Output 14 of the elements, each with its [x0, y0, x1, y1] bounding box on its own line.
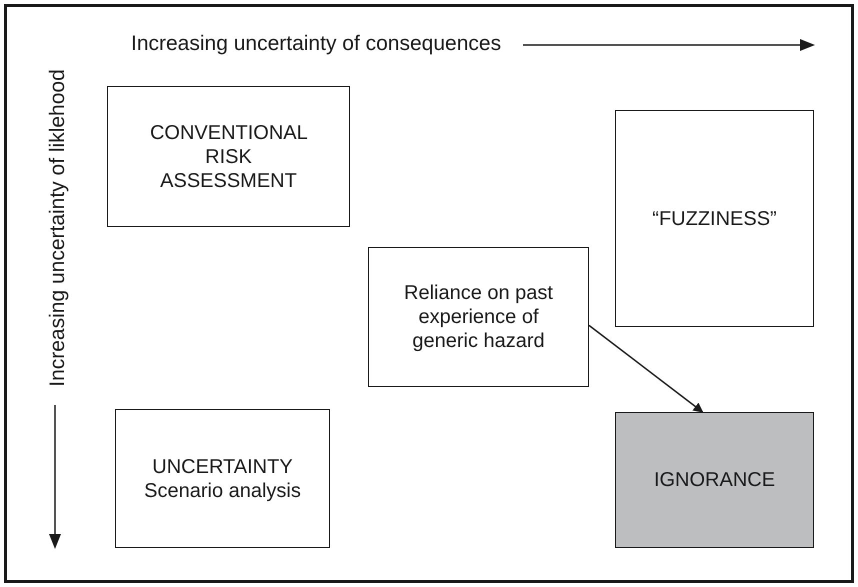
box-text: Reliance on past experience of generic hazard [403, 281, 554, 353]
box-text: CONVENTIONAL RISK ASSESSMENT [150, 120, 308, 192]
text-box [368, 247, 589, 387]
axis-label: Increasing uncertainty of liklehood [46, 69, 68, 387]
text-box [107, 86, 350, 227]
axis-label: Increasing uncertainty of consequences [131, 33, 502, 54]
text-box [115, 409, 330, 548]
box-text: UNCERTAINTY [152, 454, 293, 478]
box-text: IGNORANCE [654, 468, 776, 492]
arrow [588, 324, 704, 413]
box-text: “FUZZINESS” [652, 206, 777, 230]
text-box [615, 110, 814, 327]
text-box [615, 412, 814, 548]
box-text: Scenario analysis [144, 478, 301, 502]
